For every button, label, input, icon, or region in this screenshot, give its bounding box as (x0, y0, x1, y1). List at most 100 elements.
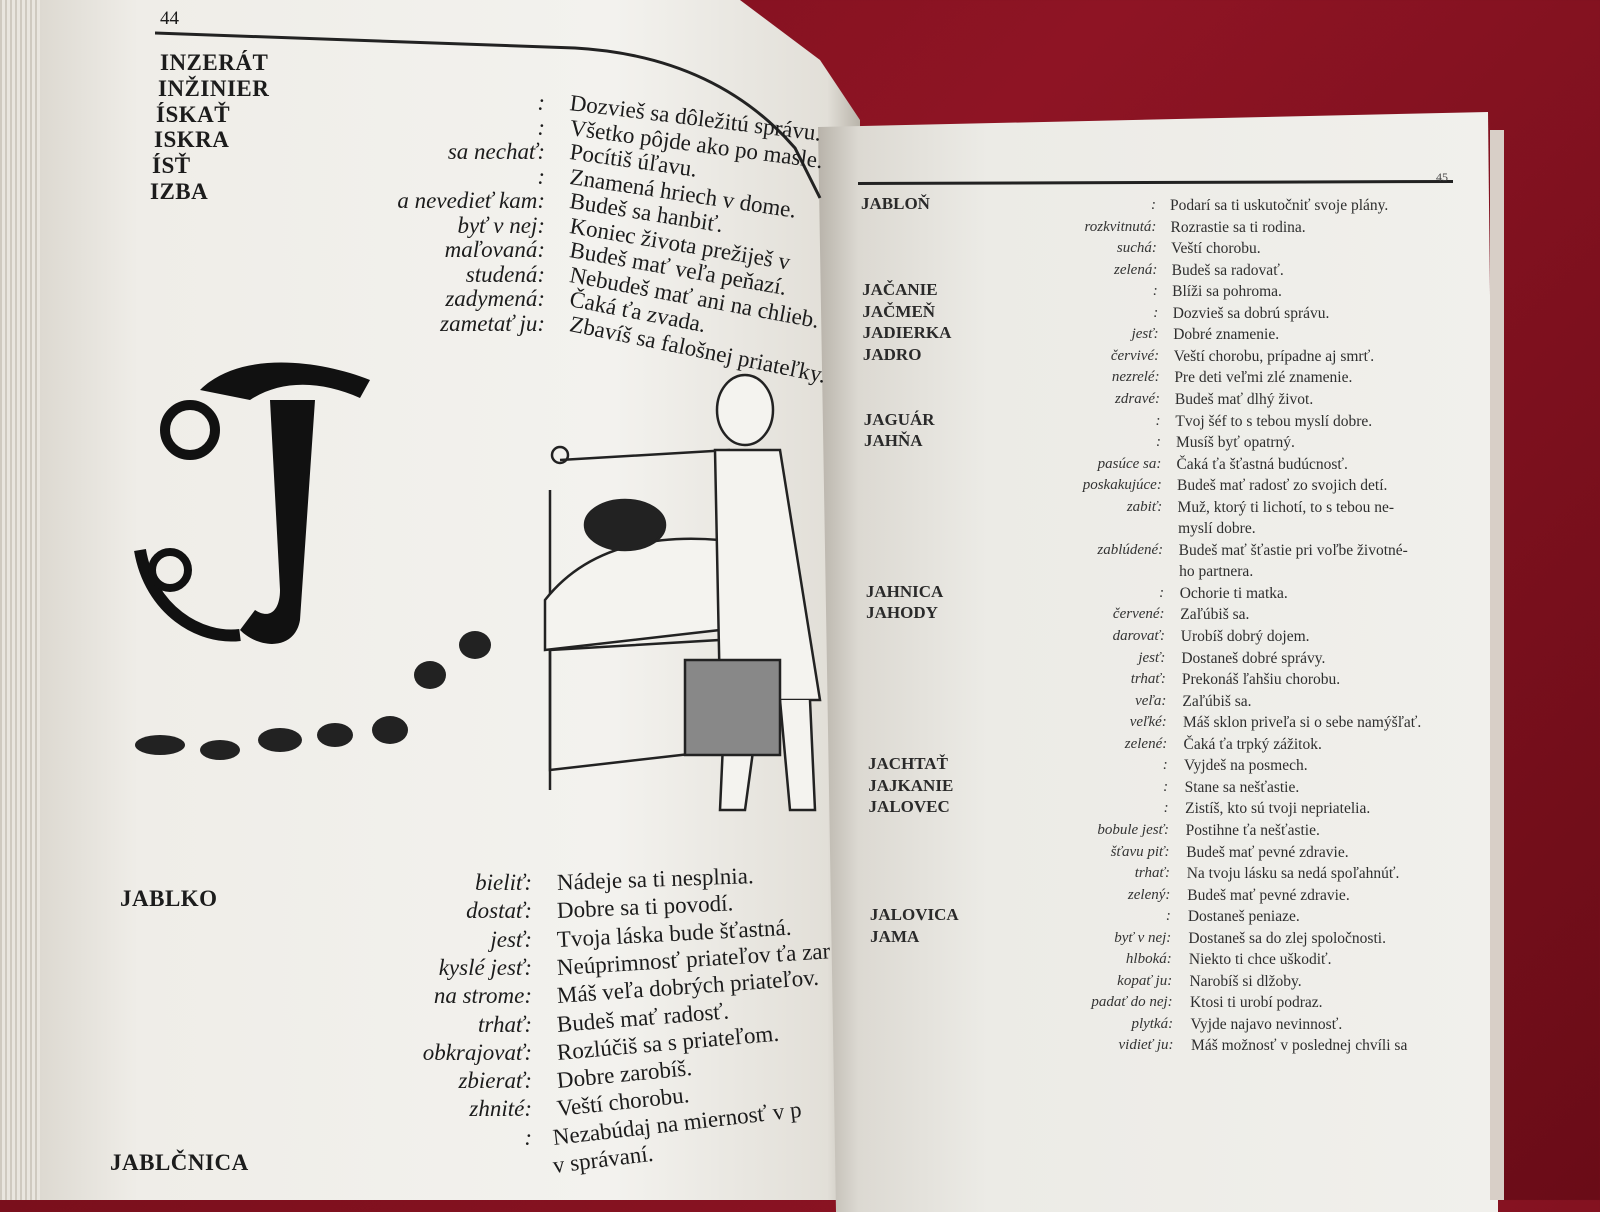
headword: ISKRA (154, 127, 230, 153)
ornamental-letter-j-icon (134, 362, 370, 644)
entry-text: Ktosi ti urobí podraz. (1189, 994, 1323, 1012)
entry-label: byť v nej: (457, 212, 545, 238)
entry-text: Podarí sa ti uskutočniť svoje plány. (1170, 197, 1389, 214)
entry-text: Prekonáš ľahšiu chorobu. (1181, 671, 1341, 689)
headword: JALOVICA (869, 905, 959, 925)
headword: INŽINIER (158, 75, 270, 101)
entry-text: myslí dobre. (1178, 520, 1256, 538)
entry-label: byť v nej: (1114, 929, 1172, 946)
headword-jablcnica: JABLČNICA (110, 1150, 249, 1175)
entry-label: pasúce sa: (1097, 455, 1162, 472)
entry-text: Budeš mať pevné zdravie. (1187, 886, 1350, 904)
entry-label: : (537, 90, 545, 115)
entry-text: Budeš mať šťastie pri voľbe životné- (1178, 541, 1408, 559)
page-number-right: 45 (1436, 170, 1448, 184)
entry-label: na strome: (433, 983, 532, 1009)
entry-label: trhať: (1134, 865, 1170, 882)
entry-label: darovať: (1112, 628, 1165, 644)
entry-text: Budeš sa radovať. (1171, 261, 1284, 279)
entry-label: zelený: (1127, 886, 1171, 903)
entry-label: : (537, 114, 545, 140)
entry-label: : (1163, 778, 1169, 795)
entry-label: červivé: (1110, 347, 1160, 364)
entry-label: vidieť ju: (1118, 1037, 1174, 1054)
entry-text: Urobíš dobrý dojem. (1180, 628, 1310, 645)
headword: JAČMEŇ (862, 301, 936, 321)
entry-text: Čaká ťa šťastná budúcnosť. (1176, 455, 1348, 473)
entry-label: zadymená: (445, 286, 545, 311)
entry-label: zelené: (1124, 735, 1168, 752)
entry-label: suchá: (1116, 240, 1157, 257)
entry-text: Budeš mať radosť zo svojich detí. (1177, 477, 1388, 495)
entry-label: : (1152, 283, 1158, 300)
entry-text: Blíži sa pohroma. (1172, 283, 1282, 301)
entry-label: rozkvitnutá: (1084, 218, 1157, 235)
headword: JAGUÁR (863, 409, 935, 429)
entry-text: Dostaneš dobré správy. (1181, 649, 1326, 667)
headword: JAHŇA (863, 431, 923, 451)
entry-label: obkrajovať: (422, 1039, 532, 1065)
entry-text: Vyjdeš na posmech. (1184, 757, 1308, 775)
headword: INZERÁT (160, 50, 269, 75)
bed-drawing (543, 445, 731, 790)
entry-text: Na tvoju lásku sa nedá spoľahnúť. (1186, 865, 1400, 883)
entry-text: Veští chorobu, prípadne aj smrť. (1173, 347, 1375, 365)
entry-label: sa nechať: (447, 139, 545, 164)
entry-label: trhať: (478, 1011, 532, 1037)
gnomes-drawing (135, 631, 491, 760)
entry-label: plytká: (1131, 1015, 1174, 1032)
entry-text: Pre deti veľmi zlé znamenie. (1174, 369, 1353, 387)
headword: JALOVEC (868, 797, 950, 817)
entry-text: Budeš mať dlhý život. (1174, 390, 1314, 408)
entry-label: studená: (465, 261, 545, 287)
entry-text: Dozvieš sa dobrú správu. (1172, 304, 1330, 322)
entry-label: jesť: (1138, 649, 1166, 666)
entry-text: Budeš mať pevné zdravie. (1186, 843, 1349, 861)
headword: JAHODY (866, 603, 938, 623)
entry-text: Veští chorobu. (1171, 240, 1261, 258)
headword: ÍSŤ (152, 153, 191, 179)
entry-label: dostať: (466, 898, 532, 924)
entry-label: a nevedieť kam: (397, 188, 545, 213)
entry-label: : (1155, 434, 1161, 451)
entry-text: Narobíš si dlžoby. (1189, 972, 1302, 990)
entry-text: Stane sa nešťastie. (1184, 778, 1300, 796)
entry-text: Zaľúbiš sa. (1182, 692, 1252, 710)
entry-text: Niekto ti chce uškodiť. (1188, 951, 1332, 969)
entry-label: zametať ju: (440, 310, 545, 336)
entry-label: : (1163, 800, 1169, 817)
entry-label: : (1165, 908, 1171, 925)
entry-label: veľa: (1135, 692, 1167, 709)
entry-label: : (1151, 197, 1156, 213)
headword: JAČANIE (862, 280, 938, 300)
entry-text: Dobré znamenie. (1173, 326, 1280, 344)
entry-text: Muž, ktorý ti lichotí, to s tebou ne- (1177, 498, 1395, 516)
entry-text: Máš sklon priveľa si o sebe namýšľať. (1182, 714, 1422, 732)
headword: ÍSKAŤ (156, 101, 231, 127)
entry-label: zabiť: (1126, 498, 1163, 515)
entry-label: trhať: (1130, 671, 1166, 688)
headword: JAHNICA (865, 581, 944, 601)
page-number-left: 44 (160, 8, 179, 29)
entry-text: Zistíš, kto sú tvoji nepriatelia. (1185, 800, 1371, 818)
headword: JADRO (862, 344, 922, 364)
headword-jablko: JABLKO (120, 886, 218, 911)
entry-label: veľké: (1129, 714, 1167, 731)
entry-text: Zaľúbiš sa. (1180, 606, 1250, 624)
entry-label: červené: (1112, 606, 1165, 623)
entry-text: Dostaneš peniaze. (1187, 908, 1300, 926)
entry-label: zbierať: (458, 1068, 532, 1094)
headword: JAMA (870, 926, 920, 946)
entry-label: zhnité: (469, 1096, 532, 1122)
entry-label: zablúdené: (1097, 541, 1164, 558)
entry-label: : (1155, 412, 1161, 429)
right-page-edge (1490, 130, 1504, 1200)
entry-label: : (537, 163, 545, 189)
entry-label: : (1153, 304, 1159, 321)
entry-text: ho partnera. (1179, 563, 1254, 581)
entry-label: jesť: (1131, 326, 1159, 343)
entry-label: maľovaná: (444, 237, 545, 262)
header-rule-left (155, 31, 822, 199)
headword: JADIERKA (862, 323, 952, 343)
headword: JABLOŇ (861, 194, 930, 213)
